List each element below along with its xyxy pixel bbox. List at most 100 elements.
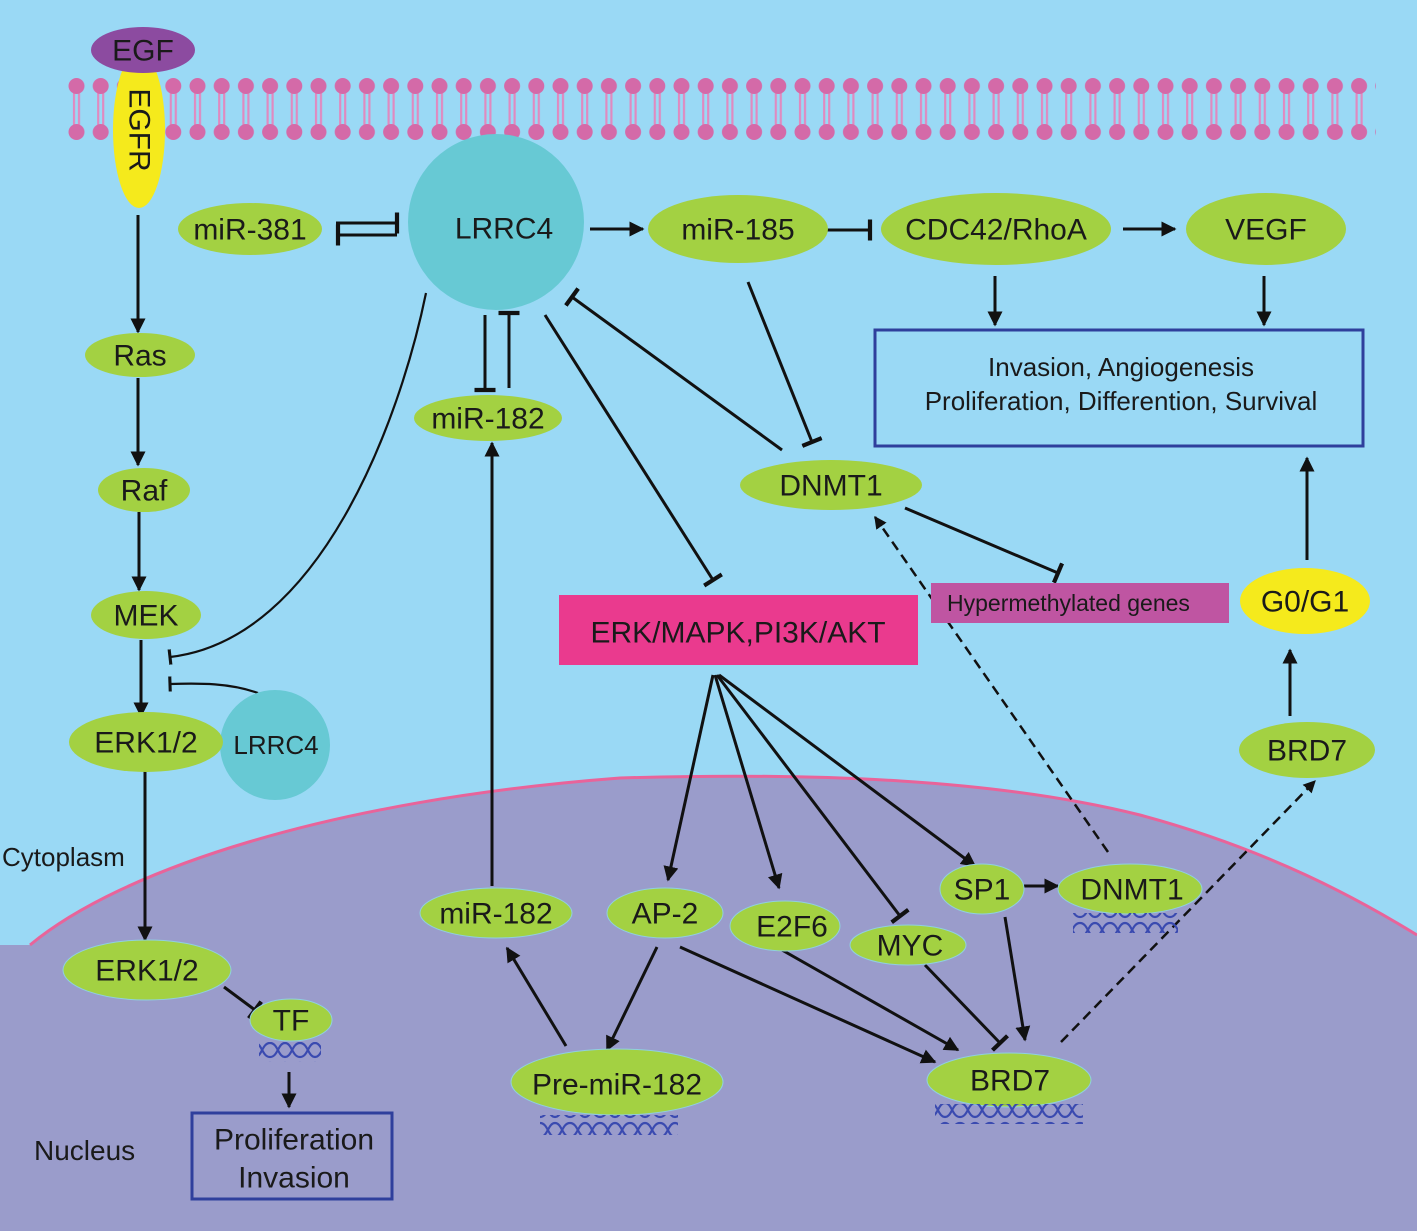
mir182-cytoplasm-node-shape [414, 395, 562, 441]
erk-nucleus-label: ERK1/2 [95, 955, 198, 988]
mir182-cytoplasm-node[interactable]: miR-182 [414, 395, 562, 441]
g0g1-node-shape [1240, 568, 1370, 634]
brd7-nucleus-label: BRD7 [970, 1065, 1050, 1098]
raf-node[interactable]: Raf [98, 468, 190, 512]
erk-nucleus-node-shape [62, 939, 232, 1001]
raf-node-shape [98, 468, 190, 512]
dnmt1-dna-icon [1073, 913, 1178, 933]
erk-cytoplasm-node-shape [69, 712, 223, 772]
erk-nucleus-node[interactable]: ERK1/2 [62, 939, 232, 1001]
premir182-node[interactable]: Pre-miR-182 [510, 1048, 724, 1116]
mek-node-shape [91, 591, 201, 639]
premir182-label: Pre-miR-182 [532, 1069, 702, 1102]
edge-dnmt1-inhibits-lrrc4 [564, 287, 783, 452]
tf-node-shape [249, 998, 333, 1042]
dnmt1-cytoplasm-node[interactable]: DNMT1 [740, 460, 922, 510]
egfr-label: EGFR [123, 88, 156, 171]
edge-erkmapk-ap2 [663, 674, 715, 882]
hypermethylated-genes-label: Hypermethylated genes [947, 590, 1190, 616]
outcome-top-line-2: Proliferation, Differention, Survival [925, 386, 1318, 416]
sp1-node-shape [939, 863, 1025, 915]
brd7-cytoplasm-label: BRD7 [1267, 735, 1347, 768]
edge-lrrc4small-inhibits-mek-erk [168, 676, 259, 695]
vegf-label: VEGF [1225, 214, 1307, 247]
myc-node[interactable]: MYC [849, 924, 967, 966]
cytoplasm-label: Cytoplasm [2, 842, 125, 872]
brd7-nucleus-node[interactable]: BRD7 [926, 1052, 1092, 1108]
egf-label: EGF [112, 35, 174, 68]
dnmt1-cytoplasm-label: DNMT1 [779, 470, 882, 503]
mir185-node[interactable]: miR-185 [648, 195, 828, 263]
raf-label: Raf [121, 475, 168, 508]
edge-dnmt1nuc-dnmt1-dashed [873, 515, 1110, 853]
sp1-node[interactable]: SP1 [939, 863, 1025, 915]
cdc42-rhoa-node[interactable]: CDC42/RhoA [881, 193, 1111, 265]
g0g1-node[interactable]: G0/G1 [1240, 568, 1370, 634]
erk-mapk-pi3k-akt-label: ERK/MAPK,PI3K/AKT [590, 617, 885, 650]
edge-e2f6-brd7nuc [781, 948, 960, 1052]
brd7-dna-icon [935, 1104, 1083, 1124]
egfr-node-shape [113, 52, 165, 208]
edge-brd7nuc-brd7-dashed [1060, 780, 1316, 1043]
lrrc4-small-node-shape [220, 690, 330, 800]
nuclear-envelope [29, 774, 1417, 947]
edge-erkmapk-sp1 [718, 673, 977, 868]
outcome-bottom-line-1: Proliferation [214, 1124, 374, 1157]
ras-label: Ras [113, 340, 166, 373]
mir182-nucleus-node-shape [419, 887, 573, 939]
mir182-nucleus-label: miR-182 [439, 898, 552, 931]
mir185-label: miR-185 [681, 214, 794, 247]
cdc42-rhoa-label: CDC42/RhoA [905, 214, 1087, 247]
mir381-node-shape [178, 203, 322, 255]
brd7-cytoplasm-node[interactable]: BRD7 [1239, 722, 1375, 778]
erk-mapk-pi3k-akt-shape [559, 595, 918, 665]
lrrc4-main-label: LRRC4 [455, 213, 553, 246]
egf-node-shape [91, 27, 195, 73]
outcome-box-bottom[interactable]: Proliferation Invasion [190, 1111, 394, 1201]
myc-label: MYC [877, 930, 944, 963]
tf-dna-icon [259, 1042, 321, 1062]
edge-sp1-brd7nuc [1003, 916, 1031, 1042]
nucleus-label: Nucleus [34, 1135, 135, 1166]
dnmt1-nucleus-node[interactable]: DNMT1 [1057, 863, 1203, 915]
outcome-top-line-1: Invasion, Angiogenesis [988, 352, 1254, 382]
tf-node[interactable]: TF [249, 998, 333, 1042]
hypermethylated-genes-box[interactable]: Hypermethylated genes [931, 583, 1229, 623]
lrrc4-main-node[interactable]: LRRC4 [408, 134, 584, 310]
ras-node[interactable]: Ras [85, 333, 195, 377]
mir182-nucleus-node[interactable]: miR-182 [419, 887, 573, 939]
lrrc4-small-node[interactable] [220, 690, 330, 800]
edge-dnmt1-inhibits-hyper [904, 506, 1065, 584]
outcome-box-top[interactable]: Invasion, Angiogenesis Proliferation, Di… [873, 328, 1365, 448]
tf-label: TF [273, 1005, 310, 1038]
edge-erknuc-tf [223, 985, 263, 1020]
egf-ligand[interactable]: EGF [91, 27, 195, 73]
mir381-label: miR-381 [193, 214, 306, 247]
erk-mapk-pi3k-akt-box[interactable]: ERK/MAPK,PI3K/AKT [559, 595, 918, 665]
outcome-box-top-border [873, 328, 1365, 448]
outcome-bottom-line-2: Invasion [238, 1162, 350, 1195]
mek-node[interactable]: MEK [91, 591, 201, 639]
edge-ap2-brd7nuc [679, 945, 937, 1064]
premir182-dna-icon [540, 1115, 678, 1135]
vegf-node[interactable]: VEGF [1186, 193, 1346, 265]
outcome-box-bottom-border [190, 1111, 394, 1201]
edge-mir185-inhibits-dnmt1 [746, 281, 823, 448]
cell-membrane [66, 74, 1376, 144]
edge-erkmapk-e2f6 [713, 674, 783, 890]
ap2-node[interactable]: AP-2 [606, 887, 724, 939]
mir182-cytoplasm-label: miR-182 [431, 403, 544, 436]
ras-node-shape [85, 333, 195, 377]
edge-lrrc4-inhibits-erkmapk [543, 314, 723, 588]
mir381-node[interactable]: miR-381 [178, 203, 322, 255]
hypermethylated-genes-shape [931, 583, 1229, 623]
e2f6-node[interactable]: E2F6 [729, 900, 841, 952]
erk-cytoplasm-node[interactable]: ERK1/2 [69, 712, 223, 772]
ap2-label: AP-2 [632, 898, 699, 931]
edge-erkmapk-inhibits-myc [715, 674, 910, 925]
lrrc4-main-node-shape [408, 134, 584, 310]
egfr-receptor[interactable]: EGFR [113, 52, 165, 208]
edge-premir182-mir182nuc [505, 946, 568, 1047]
edges [130, 212, 1316, 1109]
